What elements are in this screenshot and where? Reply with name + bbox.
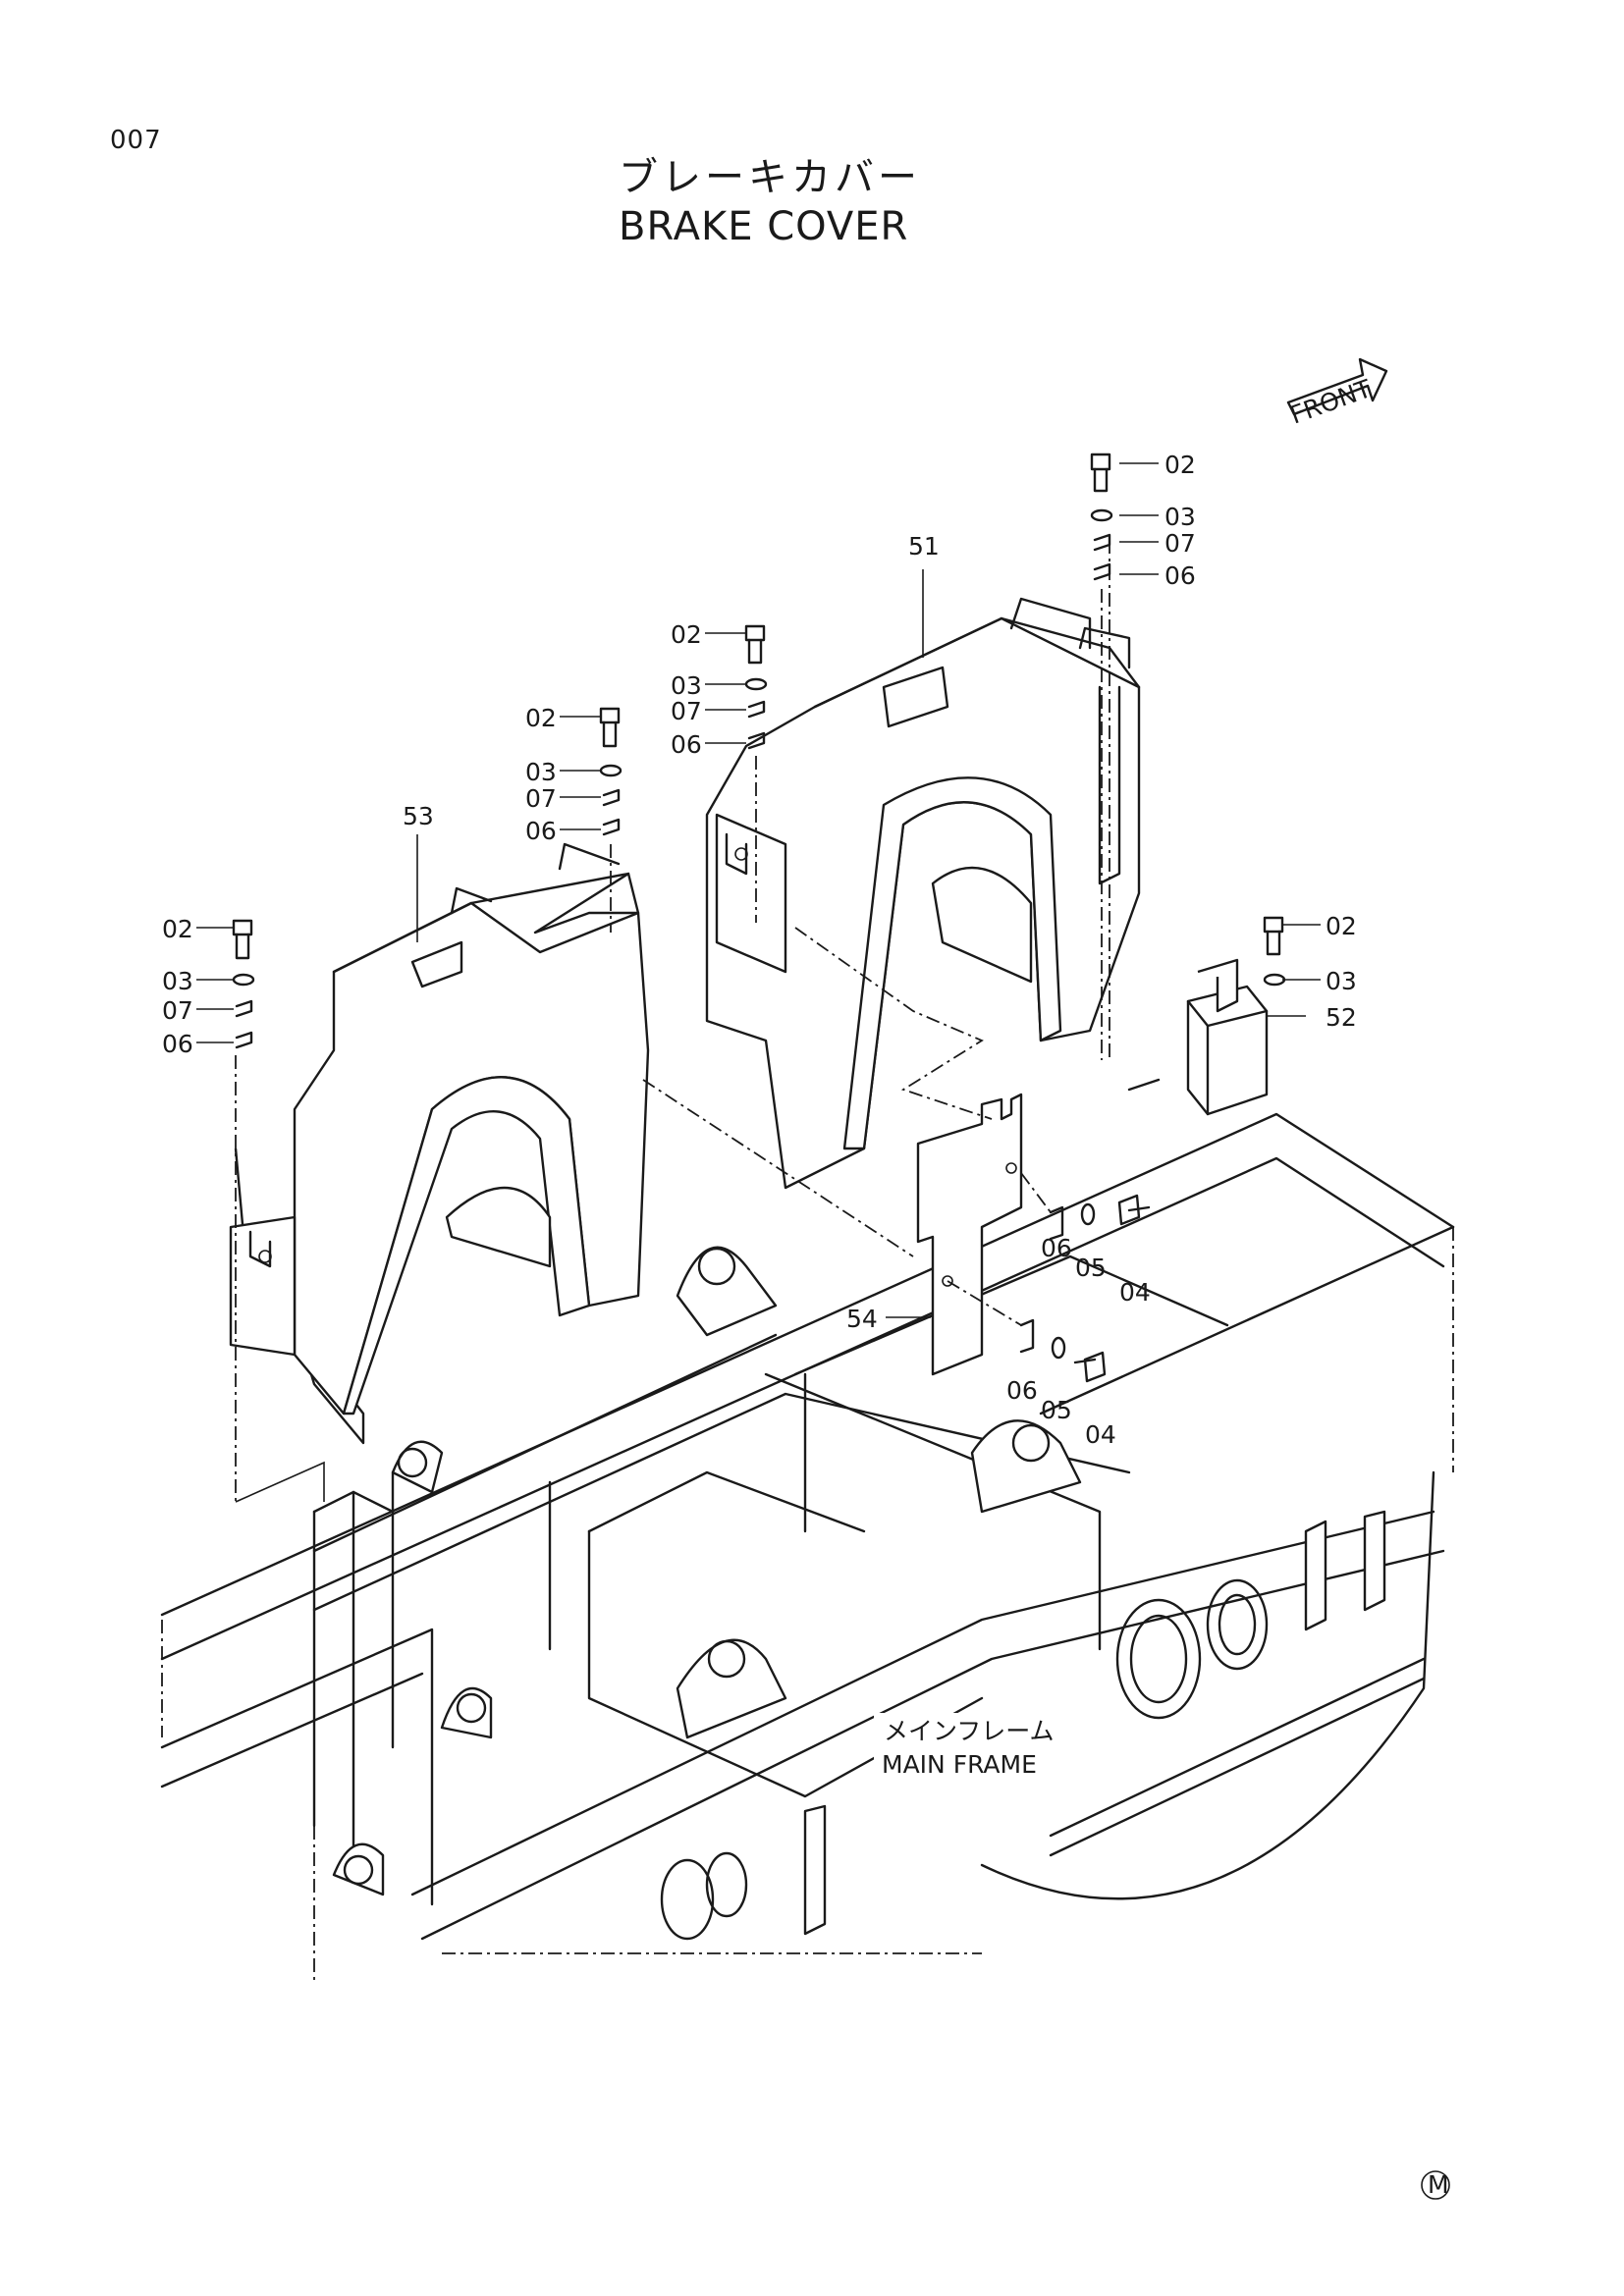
callout-04: 04: [1085, 1420, 1116, 1449]
callout-05: 05: [1075, 1254, 1107, 1282]
washer-icon: [1080, 1202, 1096, 1226]
brake-cover-53: [229, 842, 650, 1445]
clip-icon: [602, 788, 621, 807]
hardware-set-c: [560, 707, 623, 933]
callout-02: 02: [671, 620, 702, 649]
callout-02: 02: [525, 704, 557, 732]
clip-icon: [235, 999, 253, 1018]
clip-icon: [1093, 562, 1111, 581]
washer-icon: [744, 677, 768, 691]
hardware-set-b: [705, 624, 768, 923]
hardware-set-g: [886, 1280, 1107, 1383]
center-line: [794, 927, 993, 1120]
callout-51: 51: [908, 532, 940, 561]
brake-cover-51: [705, 597, 1141, 1190]
washer-icon: [1051, 1336, 1066, 1360]
callout-06: 06: [671, 730, 702, 759]
washer-icon: [599, 764, 623, 777]
callout-07: 07: [1164, 529, 1196, 558]
callout-03: 03: [162, 967, 193, 995]
page-number: 007: [110, 126, 162, 155]
bolt-icon: [232, 919, 253, 936]
hardware-set-d: [196, 919, 325, 1503]
bolt-icon: [1083, 1351, 1107, 1383]
clip-icon: [602, 818, 621, 836]
callout-02: 02: [1164, 451, 1196, 479]
block-52: [1127, 958, 1269, 1116]
front-label: FRONT: [1286, 374, 1376, 430]
clip-icon: [235, 1031, 253, 1049]
callout-03: 03: [1326, 967, 1357, 995]
bolt-icon: [1090, 453, 1111, 471]
main-frame-drawing: [160, 1112, 1455, 1983]
clip-icon: [747, 731, 766, 750]
main-frame-label-bg: [874, 1713, 1090, 1787]
callout-52: 52: [1326, 1003, 1357, 1032]
callout-02: 02: [162, 915, 193, 943]
manufacturer-mark-icon: M: [1421, 2170, 1450, 2200]
callout-06: 06: [1006, 1376, 1038, 1405]
title-japanese: ブレーキカバー: [619, 155, 921, 200]
washer-icon: [1263, 973, 1286, 987]
manufacturer-mark-letter: M: [1428, 2170, 1449, 2199]
clip-icon: [1093, 533, 1111, 552]
callout-03: 03: [671, 671, 702, 700]
main-frame-label-japanese: メインフレーム: [884, 1717, 1055, 1745]
main-frame-label-english: MAIN FRAME: [882, 1750, 1037, 1779]
callout-07: 07: [162, 996, 193, 1025]
bolt-icon: [744, 624, 766, 642]
callout-53: 53: [403, 802, 434, 830]
plate-54: [916, 1093, 1023, 1376]
bolt-icon: [1263, 916, 1284, 934]
clip-icon: [1049, 1205, 1064, 1241]
clip-icon: [747, 700, 766, 719]
hardware-set-a: [1090, 453, 1159, 1060]
callout-03: 03: [1164, 503, 1196, 531]
center-line: [642, 1079, 914, 1257]
callout-06: 06: [1164, 561, 1196, 590]
washer-icon: [1090, 508, 1113, 522]
front-arrow-icon: FRONT: [1286, 357, 1388, 430]
callout-54: 54: [846, 1305, 878, 1333]
callout-06: 06: [525, 817, 557, 845]
callout-06: 06: [162, 1030, 193, 1058]
callout-07: 07: [525, 784, 557, 813]
bolt-icon: [599, 707, 621, 724]
callout-05: 05: [1041, 1396, 1072, 1424]
clip-icon: [1019, 1318, 1035, 1354]
hardware-set-e: [1263, 916, 1321, 1017]
callout-04: 04: [1119, 1278, 1151, 1307]
hardware-set-f: [1020, 1172, 1151, 1241]
callout-07: 07: [671, 697, 702, 725]
washer-icon: [232, 973, 255, 987]
callout-06: 06: [1041, 1234, 1072, 1262]
title-english: BRAKE COVER: [619, 204, 909, 249]
callout-03: 03: [525, 758, 557, 786]
callout-02: 02: [1326, 912, 1357, 940]
